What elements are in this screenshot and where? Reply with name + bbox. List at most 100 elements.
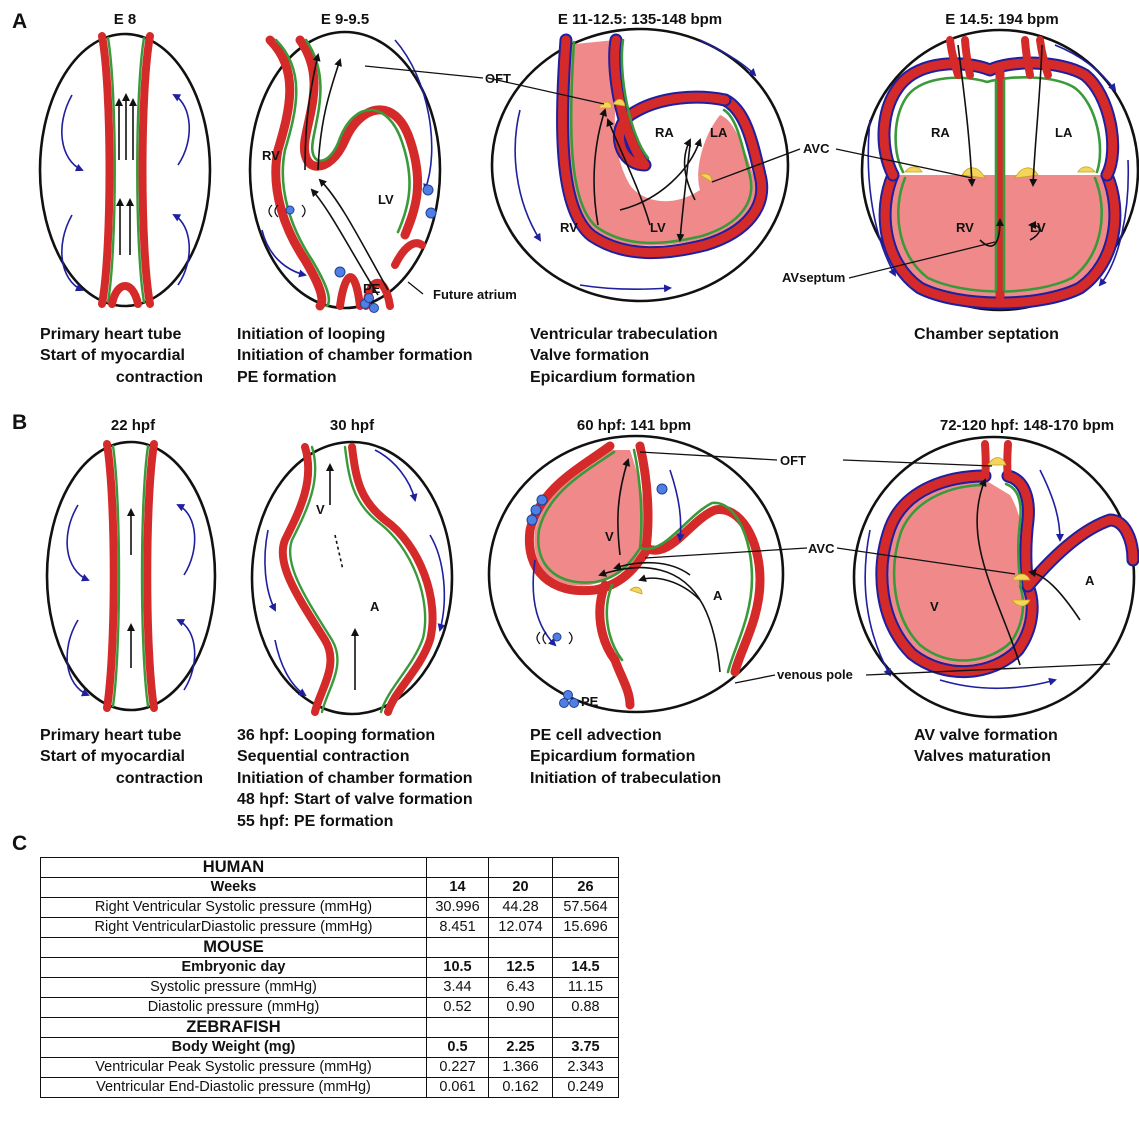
value-cell bbox=[427, 938, 489, 958]
label-la-a3: LA bbox=[710, 125, 728, 140]
value-cell: 0.88 bbox=[553, 998, 619, 1018]
value-cell: 15.696 bbox=[553, 918, 619, 938]
value-cell: 0.227 bbox=[427, 1058, 489, 1078]
row-label-cell: Systolic pressure (mmHg) bbox=[41, 978, 427, 998]
label-ra-a3: RA bbox=[655, 125, 674, 140]
value-cell bbox=[489, 938, 553, 958]
table-row: Ventricular End-Diastolic pressure (mmHg… bbox=[41, 1078, 619, 1098]
label-v-b2: V bbox=[316, 502, 325, 517]
label-rv-a2: RV bbox=[262, 148, 280, 163]
row-label-cell: Weeks bbox=[41, 878, 427, 898]
caption-a2-line2: Initiation of chamber formation bbox=[237, 347, 473, 364]
value-cell bbox=[489, 858, 553, 878]
value-cell bbox=[427, 858, 489, 878]
label-lv-a2: LV bbox=[378, 192, 394, 207]
row-label-cell: Embryonic day bbox=[41, 958, 427, 978]
stage-b2: 30 hpf bbox=[330, 417, 375, 434]
value-cell: 0.162 bbox=[489, 1078, 553, 1098]
caption-b2-line1: 36 hpf: Looping formation bbox=[237, 727, 435, 744]
heart-diagram-b3 bbox=[489, 436, 783, 712]
caption-b3-line1: PE cell advection bbox=[530, 727, 662, 744]
label-pe-b3: PE bbox=[581, 694, 599, 709]
value-cell: 26 bbox=[553, 878, 619, 898]
caption-b4-line1: AV valve formation bbox=[914, 727, 1058, 744]
caption-b3-line2: Epicardium formation bbox=[530, 748, 695, 765]
heart-diagram-b1 bbox=[47, 442, 215, 710]
caption-a1-line1: Primary heart tube bbox=[40, 326, 181, 343]
label-rv-a4: RV bbox=[956, 220, 974, 235]
row-label-cell: Ventricular End-Diastolic pressure (mmHg… bbox=[41, 1078, 427, 1098]
leader-venous-pole-b3 bbox=[735, 675, 775, 683]
caption-a3-line2: Valve formation bbox=[530, 347, 649, 364]
caption-b2-line5: 55 hpf: PE formation bbox=[237, 813, 393, 830]
callout-avseptum: AVseptum bbox=[782, 270, 845, 285]
species-row: MOUSE bbox=[41, 938, 619, 958]
callout-avc-b: AVC bbox=[808, 541, 835, 556]
label-a-b3: A bbox=[713, 588, 723, 603]
stage-a2: E 9-9.5 bbox=[321, 11, 369, 28]
caption-b2-line2: Sequential contraction bbox=[237, 748, 409, 765]
species-row: HUMAN bbox=[41, 858, 619, 878]
table-row: Ventricular Peak Systolic pressure (mmHg… bbox=[41, 1058, 619, 1078]
stage-b3: 60 hpf: 141 bpm bbox=[577, 417, 691, 434]
stage-b1: 22 hpf bbox=[111, 417, 156, 434]
label-v-b3: V bbox=[605, 529, 614, 544]
callout-future-atrium: Future atrium bbox=[433, 287, 517, 302]
caption-a1-line3: contraction bbox=[116, 369, 203, 386]
stage-b4: 72-120 hpf: 148-170 bpm bbox=[940, 417, 1114, 434]
caption-b1-line2: Start of myocardial bbox=[40, 748, 185, 765]
value-cell: 2.25 bbox=[489, 1038, 553, 1058]
value-cell bbox=[553, 938, 619, 958]
row-label-cell: Right Ventricular Systolic pressure (mmH… bbox=[41, 898, 427, 918]
value-cell: 11.15 bbox=[553, 978, 619, 998]
label-pe-a2: PE bbox=[363, 281, 381, 296]
value-cell: 8.451 bbox=[427, 918, 489, 938]
callout-oft-a: OFT bbox=[485, 71, 511, 86]
caption-a3-line1: Ventricular trabeculation bbox=[530, 326, 718, 343]
caption-a2-line1: Initiation of looping bbox=[237, 326, 385, 343]
heart-diagram-b2 bbox=[252, 442, 452, 714]
label-ra-a4: RA bbox=[931, 125, 950, 140]
value-cell bbox=[427, 1018, 489, 1038]
value-cell: 12.5 bbox=[489, 958, 553, 978]
callout-oft-b: OFT bbox=[780, 453, 806, 468]
label-rv-a3: RV bbox=[560, 220, 578, 235]
caption-a2-line3: PE formation bbox=[237, 369, 337, 386]
caption-a4-line1: Chamber septation bbox=[914, 326, 1059, 343]
panel-label-b: B bbox=[12, 411, 27, 434]
value-cell: 6.43 bbox=[489, 978, 553, 998]
value-cell: 12.074 bbox=[489, 918, 553, 938]
value-cell: 20 bbox=[489, 878, 553, 898]
stage-a1: E 8 bbox=[114, 11, 137, 28]
label-lv-a4: LV bbox=[1030, 220, 1046, 235]
value-cell: 0.249 bbox=[553, 1078, 619, 1098]
stage-a3: E 11-12.5: 135-148 bpm bbox=[558, 11, 722, 28]
value-cell: 14 bbox=[427, 878, 489, 898]
value-cell: 57.564 bbox=[553, 898, 619, 918]
caption-b3-line3: Initiation of trabeculation bbox=[530, 770, 721, 787]
callout-avc-a: AVC bbox=[803, 141, 830, 156]
row-label-cell: Diastolic pressure (mmHg) bbox=[41, 998, 427, 1018]
caption-b2-line3: Initiation of chamber formation bbox=[237, 770, 473, 787]
heart-diagram-a1 bbox=[40, 34, 210, 306]
value-cell: 10.5 bbox=[427, 958, 489, 978]
heart-diagram-a2 bbox=[250, 32, 440, 313]
label-a-b4: A bbox=[1085, 573, 1095, 588]
row-label-cell: Body Weight (mg) bbox=[41, 1038, 427, 1058]
value-cell: 0.5 bbox=[427, 1038, 489, 1058]
caption-b1-line3: contraction bbox=[116, 770, 203, 787]
caption-b2-line4: 48 hpf: Start of valve formation bbox=[237, 791, 473, 808]
heart-diagram-a3 bbox=[492, 29, 788, 301]
value-cell: 44.28 bbox=[489, 898, 553, 918]
stage-a4: E 14.5: 194 bpm bbox=[945, 11, 1058, 28]
value-cell: 0.52 bbox=[427, 998, 489, 1018]
table-row: Right Ventricular Systolic pressure (mmH… bbox=[41, 898, 619, 918]
caption-b1-line1: Primary heart tube bbox=[40, 727, 181, 744]
